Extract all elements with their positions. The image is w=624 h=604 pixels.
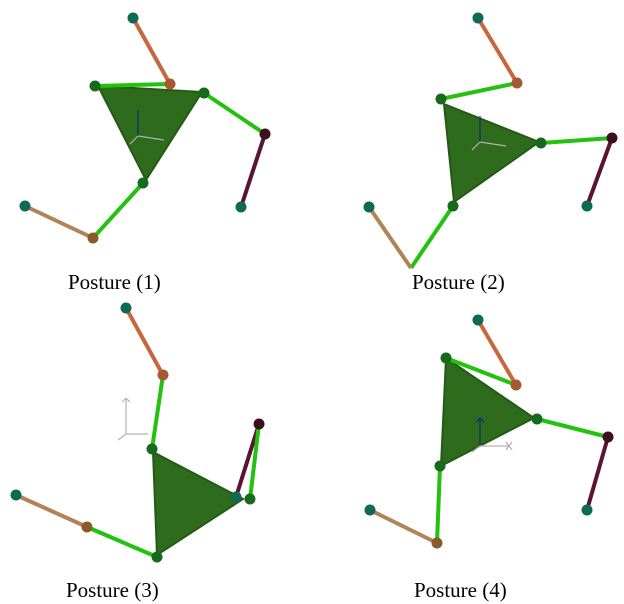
leg-link bbox=[369, 508, 438, 545]
leg-link bbox=[476, 318, 518, 387]
leg-link bbox=[94, 82, 171, 88]
posture-2-robot bbox=[363, 12, 618, 270]
joint bbox=[10, 489, 22, 501]
posture-3-caption: Posture (3) bbox=[66, 578, 159, 602]
body-axes-icon bbox=[471, 417, 513, 453]
body-axes-icon bbox=[129, 110, 165, 145]
joint bbox=[602, 431, 614, 443]
leg-link bbox=[150, 374, 165, 450]
joint bbox=[606, 132, 618, 144]
body-triangle bbox=[151, 450, 245, 557]
posture-3-robot bbox=[10, 302, 265, 563]
joint bbox=[472, 12, 484, 24]
body-triangle bbox=[439, 356, 536, 468]
posture-4-caption: Posture (4) bbox=[414, 578, 507, 602]
leg-link bbox=[91, 181, 145, 240]
joint bbox=[435, 93, 447, 105]
leg-link bbox=[86, 525, 158, 559]
joint bbox=[120, 302, 132, 314]
joint bbox=[87, 232, 99, 244]
posture-2-caption: Posture (2) bbox=[412, 270, 505, 294]
joint bbox=[431, 537, 443, 549]
joint bbox=[164, 78, 176, 90]
leg-link bbox=[367, 205, 413, 270]
posture-4-robot bbox=[364, 314, 614, 549]
leg-link bbox=[585, 137, 614, 207]
joint bbox=[137, 177, 149, 189]
joint bbox=[81, 521, 93, 533]
leg-link bbox=[536, 417, 609, 439]
joint bbox=[151, 551, 163, 563]
joint bbox=[581, 200, 593, 212]
leg-link bbox=[445, 356, 517, 387]
joint bbox=[19, 200, 31, 212]
leg-link bbox=[24, 204, 94, 240]
leg-link bbox=[248, 423, 261, 500]
body-triangle bbox=[442, 102, 542, 204]
joint bbox=[364, 504, 376, 516]
joint bbox=[363, 201, 375, 213]
joint bbox=[259, 128, 271, 140]
leg-link bbox=[585, 436, 610, 511]
leg-link bbox=[124, 307, 165, 376]
leg-link bbox=[440, 81, 518, 101]
joint bbox=[434, 460, 446, 472]
leg-link bbox=[540, 136, 613, 145]
joint bbox=[230, 491, 242, 503]
leg-link bbox=[234, 423, 261, 498]
leg-link bbox=[476, 16, 519, 85]
joint bbox=[253, 418, 265, 430]
joint bbox=[198, 87, 210, 99]
joint bbox=[581, 504, 593, 516]
posture-1-caption: Posture (1) bbox=[68, 270, 161, 294]
body-triangle bbox=[96, 84, 204, 183]
joint bbox=[244, 493, 256, 505]
leg-link bbox=[409, 204, 455, 270]
joint bbox=[235, 201, 247, 213]
leg-link bbox=[131, 17, 172, 85]
joint bbox=[127, 12, 139, 24]
joint bbox=[535, 137, 547, 149]
leg-link bbox=[15, 493, 88, 529]
posture-1-robot bbox=[19, 12, 271, 244]
joint bbox=[510, 379, 522, 391]
joint bbox=[440, 352, 452, 364]
joint bbox=[157, 369, 169, 381]
leg-link bbox=[239, 133, 267, 208]
body-axes-icon bbox=[471, 116, 507, 151]
joint bbox=[89, 80, 101, 92]
joint bbox=[531, 413, 543, 425]
leg-link bbox=[435, 465, 442, 544]
world-axes-icon bbox=[117, 397, 148, 441]
joint bbox=[447, 200, 459, 212]
leg-link bbox=[202, 91, 267, 136]
joint bbox=[146, 443, 158, 455]
joint bbox=[472, 314, 484, 326]
joint bbox=[511, 77, 523, 89]
